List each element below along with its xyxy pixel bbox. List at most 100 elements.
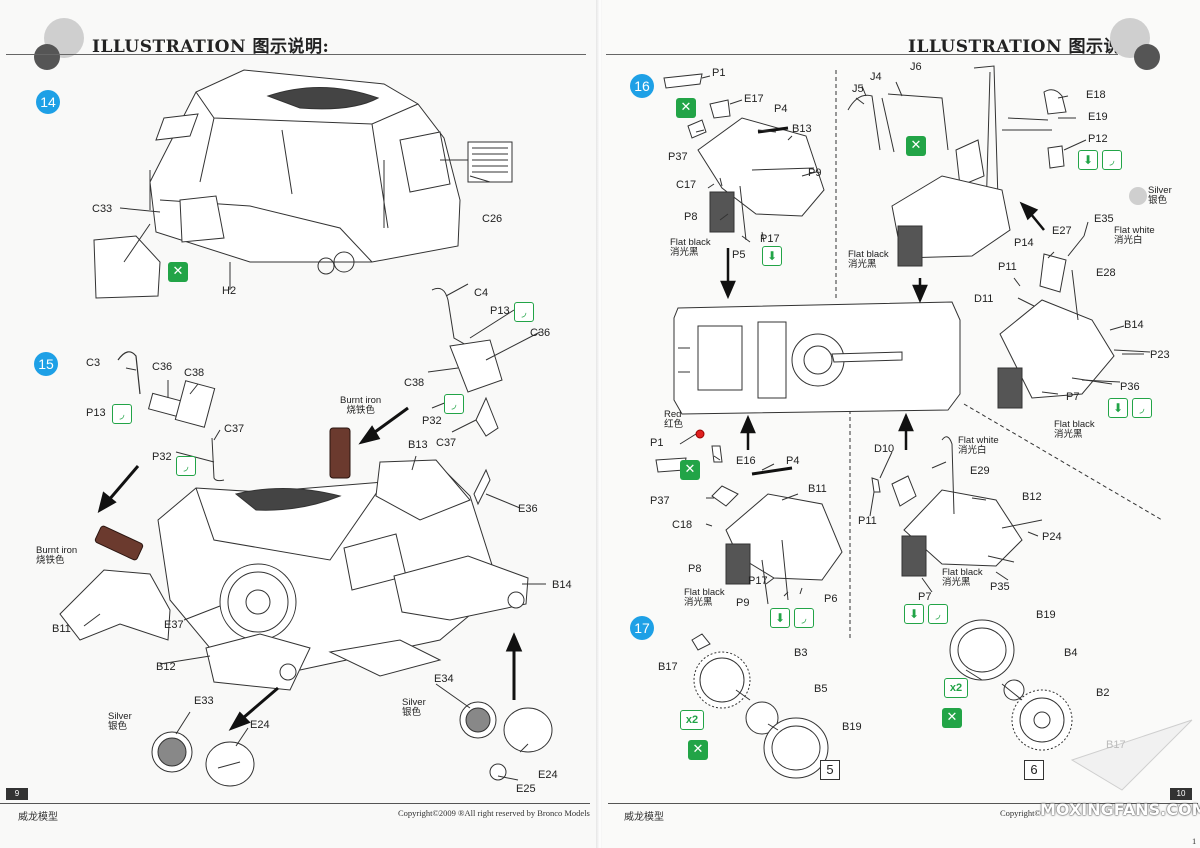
paint-flat-black-c: Flat black 消光黑 [1054,420,1095,440]
paint-icon-p32-left: ◞ [176,456,196,476]
multiplier-right: x2 [944,678,968,698]
label-p24: P24 [1042,531,1062,543]
step-16-badge: 16 [630,74,654,98]
left-illustration [59,69,553,787]
label-b5: B5 [814,683,828,695]
paint-name: Flat black [670,237,711,248]
label-j5: J5 [852,83,864,95]
paint-name: Flat black [684,587,725,598]
label-e25: E25 [516,783,536,795]
label-p7-bottom: P7 [918,591,932,603]
glue-icon-s16-c: ✕ [680,460,700,480]
label-c18: C18 [672,519,693,531]
step-box-5: 5 [820,760,840,780]
header-decor-circle-dark-right [1134,44,1160,70]
paint-name: Flat black [942,567,983,578]
page-number-left: 9 [6,788,28,800]
label-b2: B2 [1096,687,1110,699]
paint-flat-white-b: Flat white 消光白 [958,436,999,456]
label-c37-left: C37 [224,423,245,435]
label-p23: P23 [1150,349,1170,361]
paint-name-cn: 银色 [108,720,128,732]
paint-burnt-iron-left: Burnt iron 烧铁色 [36,546,77,566]
footer-copyright-right: Copyright© [1000,808,1041,818]
glue-drop-icon-p12: ⬇ [1078,150,1098,170]
label-c17: C17 [676,179,697,191]
paint-silver-left: Silver 银色 [108,712,132,732]
label-j4: J4 [870,71,882,83]
label-b11-right: B11 [808,483,827,495]
label-p1-top: P1 [712,67,726,79]
label-c4: C4 [474,287,489,299]
label-b13-right: B13 [792,123,812,135]
paint-name-cn: 银色 [1148,194,1168,206]
paint-name-cn: 消光黑 [942,576,971,588]
step-15-badge: 15 [34,352,58,376]
label-c36-right: C36 [530,327,551,339]
label-e28: E28 [1096,267,1116,279]
label-p1-bottom: P1 [650,437,664,449]
paint-flat-white-a: Flat white 消光白 [1114,226,1155,246]
label-p4-top: P4 [774,103,788,115]
page-title-left: ILLUSTRATION 图示说明: [92,37,330,57]
paint-red: Red 红色 [664,410,683,430]
label-e24-left: E24 [250,719,270,731]
glue-drop-icon-p17: ⬇ [762,246,782,266]
label-p9-top: P9 [808,167,822,179]
label-p35: P35 [990,581,1010,593]
label-p7-top: P7 [1066,391,1080,403]
label-b4: B4 [1064,647,1078,659]
paint-name: Silver [402,697,426,708]
paint-silver-right-page: Silver 银色 [1148,186,1172,206]
label-b13: B13 [408,439,428,451]
footer-brand-right: 威龙模型 [624,812,664,823]
paint-flat-black-b: Flat black 消光黑 [848,250,889,270]
label-p5: P5 [732,249,746,261]
label-p17-top: P17 [760,233,780,245]
label-h2: H2 [222,285,237,297]
label-c26: C26 [482,213,503,225]
label-p36: P36 [1120,381,1140,393]
page-number-right: 10 [1170,788,1192,800]
label-b11: B11 [52,623,71,635]
label-e27: E27 [1052,225,1072,237]
header-decor-circle-dark [34,44,60,70]
watermark-text: MOXINGFANS.COM [1040,800,1200,819]
book-gutter [596,0,604,848]
paint-name-cn: 烧铁色 [346,404,375,416]
label-b12: B12 [156,661,176,673]
paint-icon-p7-top: ◞ [1132,398,1152,418]
paint-name: Burnt iron [36,545,78,556]
paint-icon-p9: ◞ [794,608,814,628]
paint-name-cn: 消光黑 [670,246,699,258]
paint-flat-black-a: Flat black 消光黑 [670,238,711,258]
label-e19: E19 [1088,111,1108,123]
footer-brand-left: 威龙模型 [18,812,58,823]
label-c37-right: C37 [436,437,457,449]
left-page: ILLUSTRATION 图示说明: 14 15 [0,0,598,848]
label-d10: D10 [874,443,895,455]
glue-icon-s17-a: ✕ [688,740,708,760]
label-b19-left: B19 [842,721,862,733]
label-c3: C3 [86,357,101,369]
label-p11-bottom: P11 [858,515,877,527]
label-e29: E29 [970,465,990,477]
paint-name-cn: 烧铁色 [36,554,65,566]
label-e18: E18 [1086,89,1106,101]
label-p6: P6 [824,593,838,605]
multiplier-left: x2 [680,710,704,730]
paint-name-cn: 银色 [402,706,422,718]
paint-name-cn: 红色 [664,418,684,430]
label-b14: B14 [552,579,572,591]
label-p13-right: P13 [490,305,510,317]
paint-name-cn: 消光黑 [1054,428,1083,440]
glue-icon-s16-b: ✕ [906,136,926,156]
paint-name: Flat white [1114,225,1155,236]
paint-name: Red [664,409,682,420]
glue-drop-icon-p9: ⬇ [770,608,790,628]
paint-name: Silver [108,711,132,722]
paint-name: Burnt iron [340,395,382,406]
label-b19-right: B19 [1036,609,1056,621]
paint-icon-p13-left: ◞ [112,404,132,424]
paint-name-cn: 消光白 [1114,234,1143,246]
